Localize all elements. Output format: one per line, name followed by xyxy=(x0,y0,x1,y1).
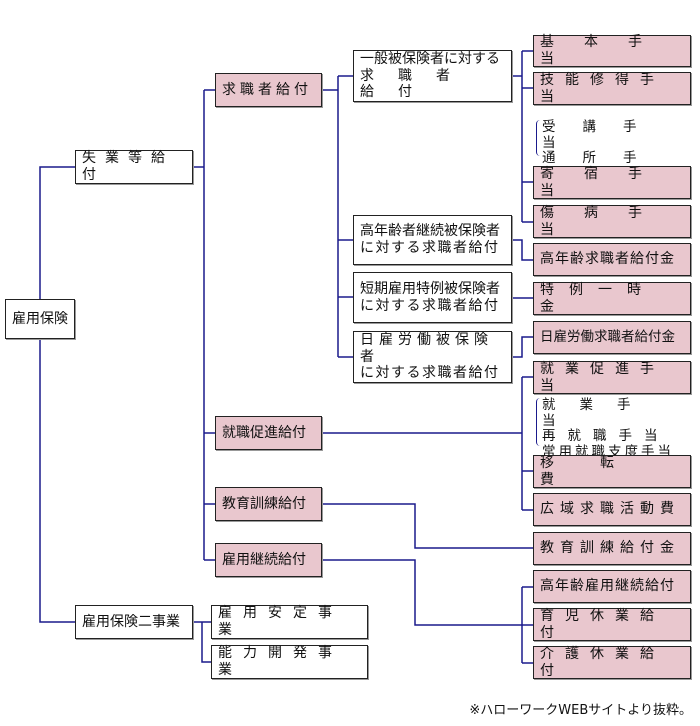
employment-promotion-benefits: 就職促進給付 xyxy=(215,416,322,450)
unemployment-benefits: 失業等給付 xyxy=(75,150,193,184)
general-insured-line1: 一般被保険者に対する xyxy=(360,50,500,67)
connector-day-labor xyxy=(512,336,533,358)
elderly-insured-benefits: 高年齢者継続被保険者 に対する求職者給付 xyxy=(353,215,512,265)
connector-elderly xyxy=(512,239,533,261)
day-labor-insured-benefits: 日雇労働被保険者 に対する求職者給付 xyxy=(353,331,512,383)
connector-projects xyxy=(201,622,211,663)
education-training-benefit-payment: 教育訓練給付金 xyxy=(533,532,691,565)
sickness-allowance: 傷病手当 xyxy=(533,205,691,238)
reemployment-promotion-allowance: 就業促進手当 xyxy=(533,361,691,394)
two-projects: 雇用保険二事業 xyxy=(75,605,193,639)
short-term-insured-benefits: 短期雇用特例被保険者 に対する求職者給付 xyxy=(353,272,512,323)
root-employment-insurance: 雇用保険 xyxy=(5,299,75,339)
general-insured-benefits: 一般被保険者に対する 求職者給付 xyxy=(353,50,512,102)
attendance-allowance: 受講手当 xyxy=(542,119,664,151)
promotion-sub-allowances: 就業手当 再就職手当 常用就職支度手当 xyxy=(536,397,691,459)
source-footnote: ※ハローワークWEBサイトより抜粋。 xyxy=(469,703,692,718)
wide-area-job-search-expenses: 広域求職活動費 xyxy=(533,493,691,526)
reemployment-allowance: 再就職手当 xyxy=(542,428,670,445)
childcare-leave-benefit: 育児休業給付 xyxy=(533,608,691,641)
elderly-insured-line1: 高年齢者継続被保険者 xyxy=(360,223,500,240)
employment-stability-project: 雇用安定事業 xyxy=(211,605,368,639)
nursing-care-leave-benefit: 介護休業給付 xyxy=(533,646,691,679)
relocation-expenses: 移転費 xyxy=(533,455,691,488)
day-labor-insured-line2: に対する求職者給付 xyxy=(360,365,500,382)
skill-sub-allowances: 受講手当 通所手当 xyxy=(536,119,691,181)
short-term-insured-line1: 短期雇用特例被保険者 xyxy=(360,280,500,297)
connector-root xyxy=(39,338,75,623)
education-training-benefits: 教育訓練給付 xyxy=(215,487,322,521)
lodging-allowance: 寄宿手当 xyxy=(533,166,691,199)
general-insured-line2: 求職者給付 xyxy=(360,67,474,101)
employment-continuation-benefits: 雇用継続給付 xyxy=(215,543,322,577)
capacity-development-project: 能力開発事業 xyxy=(211,645,368,679)
short-term-insured-line2: に対する求職者給付 xyxy=(360,297,500,314)
elderly-insured-line2: に対する求職者給付 xyxy=(360,240,500,256)
elderly-employment-continuation-benefit: 高年齢雇用継続給付 xyxy=(533,570,691,603)
connector-continuation xyxy=(322,559,533,626)
connector-training xyxy=(322,503,533,549)
day-labor-job-seeker-benefit: 日雇労働求職者給付金 xyxy=(533,321,691,354)
employment-allowance: 就業手当 xyxy=(542,397,655,429)
special-lump-sum: 特例一時金 xyxy=(533,282,691,315)
job-seeker-benefits: 求職者給付 xyxy=(215,73,322,107)
day-labor-insured-line1: 日雇労働被保険者 xyxy=(360,331,493,365)
connector-root xyxy=(39,166,75,299)
skill-acquisition-allowance: 技能修得手当 xyxy=(533,72,691,105)
elderly-job-seeker-benefit: 高年齢求職者給付金 xyxy=(533,243,691,276)
basic-allowance: 基本手当 xyxy=(533,34,691,67)
